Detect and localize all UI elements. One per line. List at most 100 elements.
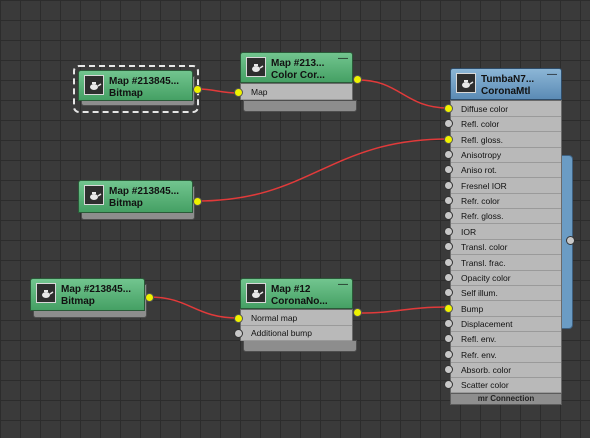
material-slot-row: Bump [451, 302, 561, 317]
slot-input-socket[interactable] [444, 165, 453, 175]
slot-label: Refl. gloss. [461, 134, 504, 145]
input-socket-additional-bump[interactable] [234, 329, 243, 338]
node-title: Map #213845... [109, 186, 180, 197]
slot-label: Aniso rot. [461, 165, 497, 176]
slot-label: Refl. color [461, 119, 500, 130]
slot-input-socket[interactable] [444, 180, 453, 190]
input-row-additional-bump: Additional bump [241, 326, 352, 341]
node-corona-normal[interactable]: Map #12 CoronaNo... — Normal map Additio… [240, 278, 357, 352]
input-label: Normal map [251, 313, 298, 323]
slot-label: Anisotropy [461, 150, 502, 161]
footer-label: mr Connection [477, 394, 535, 403]
slot-input-socket[interactable] [444, 288, 453, 298]
node-header[interactable]: Map #12 CoronaNo... — [240, 278, 353, 309]
material-slot-row: Anisotropy [451, 148, 561, 164]
material-slot-row: IOR [451, 225, 561, 240]
teapot-icon [246, 57, 266, 77]
material-slot-row: Refl. env. [451, 332, 561, 348]
output-socket-bitmap1[interactable] [193, 85, 202, 94]
teapot-icon [456, 73, 476, 93]
node-header[interactable]: Map #213845... Bitmap [78, 180, 193, 213]
slot-label: Transl. frac. [461, 257, 506, 268]
material-output-socket[interactable] [566, 236, 575, 245]
node-color-correction[interactable]: Map #213... Color Cor... — Map [240, 52, 357, 112]
slot-input-socket[interactable] [444, 211, 453, 221]
slot-input-socket[interactable] [444, 226, 453, 236]
slot-label: Displacement [461, 318, 513, 329]
node-type: Bitmap [109, 198, 143, 209]
slot-input-socket[interactable] [444, 380, 453, 390]
input-row-map: Map [241, 85, 352, 100]
node-title: Map #213... [271, 58, 325, 69]
minimize-icon[interactable]: — [338, 53, 348, 64]
output-socket-bitmap3[interactable] [145, 293, 154, 302]
node-header[interactable]: TumbaN7... CoronaMtl — [450, 68, 562, 100]
node-title: TumbaN7... [481, 74, 535, 85]
wire-normalmap-to-bump[interactable] [357, 306, 449, 314]
slot-input-socket[interactable] [444, 257, 453, 267]
minimize-icon[interactable]: — [338, 279, 348, 290]
node-title: Map #213845... [61, 284, 132, 295]
node-title: Map #213845... [109, 76, 180, 87]
slot-input-socket[interactable] [444, 150, 453, 160]
slot-input-socket[interactable] [444, 196, 453, 206]
slot-input-socket[interactable] [444, 104, 453, 113]
wire-bitmap3-to-normalmap[interactable] [148, 296, 239, 319]
material-slot-row: Refr. gloss. [451, 209, 561, 225]
input-row-normal-map: Normal map [241, 311, 352, 326]
node-bitmap-2[interactable]: Map #213845... Bitmap [78, 180, 195, 220]
slot-label: Diffuse color [461, 104, 509, 114]
slot-label: Transl. color [461, 242, 508, 253]
slot-label: IOR [461, 226, 477, 237]
material-slot-row: Refr. color [451, 194, 561, 210]
slot-label: Absorb. color [461, 364, 512, 375]
slot-input-socket[interactable] [444, 364, 453, 374]
material-slot-row: Scatter color [451, 378, 561, 394]
slot-input-socket[interactable] [444, 318, 453, 328]
node-bitmap-3[interactable]: Map #213845... Bitmap [30, 278, 147, 318]
node-stack [243, 340, 357, 352]
teapot-icon [84, 75, 104, 95]
slot-input-socket[interactable] [444, 242, 453, 252]
node-bitmap-1[interactable]: Map #213845... Bitmap [78, 70, 195, 106]
minimize-icon[interactable]: — [547, 69, 557, 80]
slot-label: Opacity color [461, 272, 511, 283]
output-socket-normalmap[interactable] [353, 308, 362, 317]
input-label: Additional bump [251, 328, 312, 338]
node-header[interactable]: Map #213845... Bitmap [78, 70, 193, 101]
teapot-icon [36, 283, 56, 303]
input-socket-normal-map[interactable] [234, 314, 243, 323]
wire-colorcorrect-to-diffuse[interactable] [357, 79, 449, 109]
slot-input-socket[interactable] [444, 303, 453, 313]
node-type: Color Cor... [271, 70, 325, 81]
node-title: Map #12 [271, 284, 311, 295]
input-socket-map[interactable] [234, 88, 243, 97]
node-inputs: Map [240, 83, 353, 100]
output-socket-colorcorrect[interactable] [353, 75, 362, 84]
slot-input-socket[interactable] [444, 272, 453, 282]
node-header[interactable]: Map #213845... Bitmap [30, 278, 145, 311]
input-label: Map [251, 87, 268, 97]
mr-connection-footer[interactable]: mr Connection [450, 393, 562, 405]
wire-bitmap2-to-reflgloss[interactable] [197, 138, 449, 202]
material-slot-row: Aniso rot. [451, 163, 561, 179]
slot-label: Scatter color [461, 380, 509, 391]
slot-label: Refr. color [461, 196, 500, 207]
node-type: Bitmap [109, 88, 143, 99]
output-socket-bitmap2[interactable] [193, 197, 202, 206]
material-slot-row: Transl. color [451, 240, 561, 256]
slot-input-socket[interactable] [444, 119, 453, 129]
node-header[interactable]: Map #213... Color Cor... — [240, 52, 353, 83]
wire-bitmap1-to-colorcorrect[interactable] [197, 88, 239, 94]
slot-input-socket[interactable] [444, 334, 453, 344]
slot-label: Self illum. [461, 288, 498, 299]
slot-label: Refr. gloss. [461, 211, 504, 222]
material-slot-row: Absorb. color [451, 363, 561, 378]
slot-input-socket[interactable] [444, 349, 453, 359]
node-stack [243, 100, 357, 112]
slot-input-socket[interactable] [444, 134, 453, 144]
material-slot-row: Fresnel IOR [451, 179, 561, 194]
